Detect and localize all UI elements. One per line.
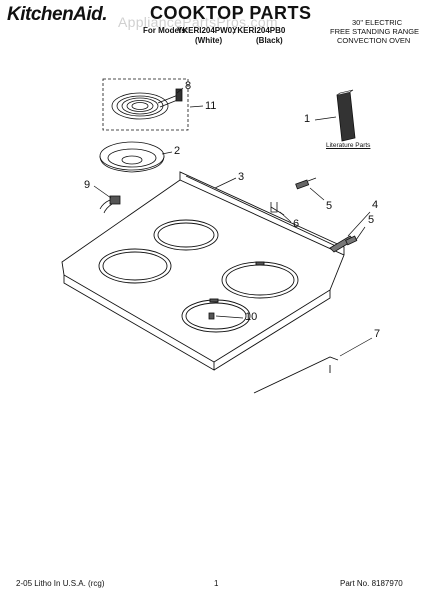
cooktop-panel [61,171,345,371]
callout-2: 2 [174,145,181,157]
element-group-box [102,78,189,131]
literature-parts-label: Literature Parts [326,142,371,149]
callout-6: 6 [293,218,300,230]
sensor-clip [208,312,215,320]
callout-7: 7 [374,328,381,340]
product-description-line: CONVECTION OVEN [337,36,411,45]
models-prefix: For Models: [143,26,189,35]
callout-1: 1 [304,113,311,125]
literature-book [336,89,356,142]
support-rod [253,356,339,394]
leader-lines [93,87,373,357]
page-title: COOKTOP PARTS [150,3,312,23]
callout-10: 10 [245,311,258,323]
footer-page-number: 1 [214,579,219,588]
watermark: AppliancePartsPros.com [118,14,278,30]
callout-5-upper: 5 [326,200,333,212]
callout-3: 3 [238,171,245,183]
callout-11: 11 [205,100,217,112]
drip-bowl [99,141,165,173]
footer-part-number: Part No. 8187970 [340,579,403,588]
callout-5-lower: 5 [368,214,375,226]
surface-element-coil [111,88,183,120]
screw-upper [295,177,317,190]
product-description-line: FREE STANDING RANGE [330,27,420,36]
model-number-black: YKERI204PB0 [232,26,286,35]
color-label-white: (White) [195,36,223,45]
color-label-black: (Black) [256,36,283,45]
callout-4: 4 [372,199,379,211]
callout-9: 9 [84,179,91,191]
hinge-bracket [329,235,358,253]
product-description-line: 30" ELECTRIC [352,18,403,27]
spring-clip [270,202,285,216]
brand-logo: KitchenAid. [7,4,108,25]
terminal-block [99,195,121,214]
callout-8: 8 [185,80,192,92]
model-number-white: YKERI204PW0, [177,26,235,35]
footer-print-info: 2-05 Litho In U.S.A. (rcg) [16,579,105,588]
